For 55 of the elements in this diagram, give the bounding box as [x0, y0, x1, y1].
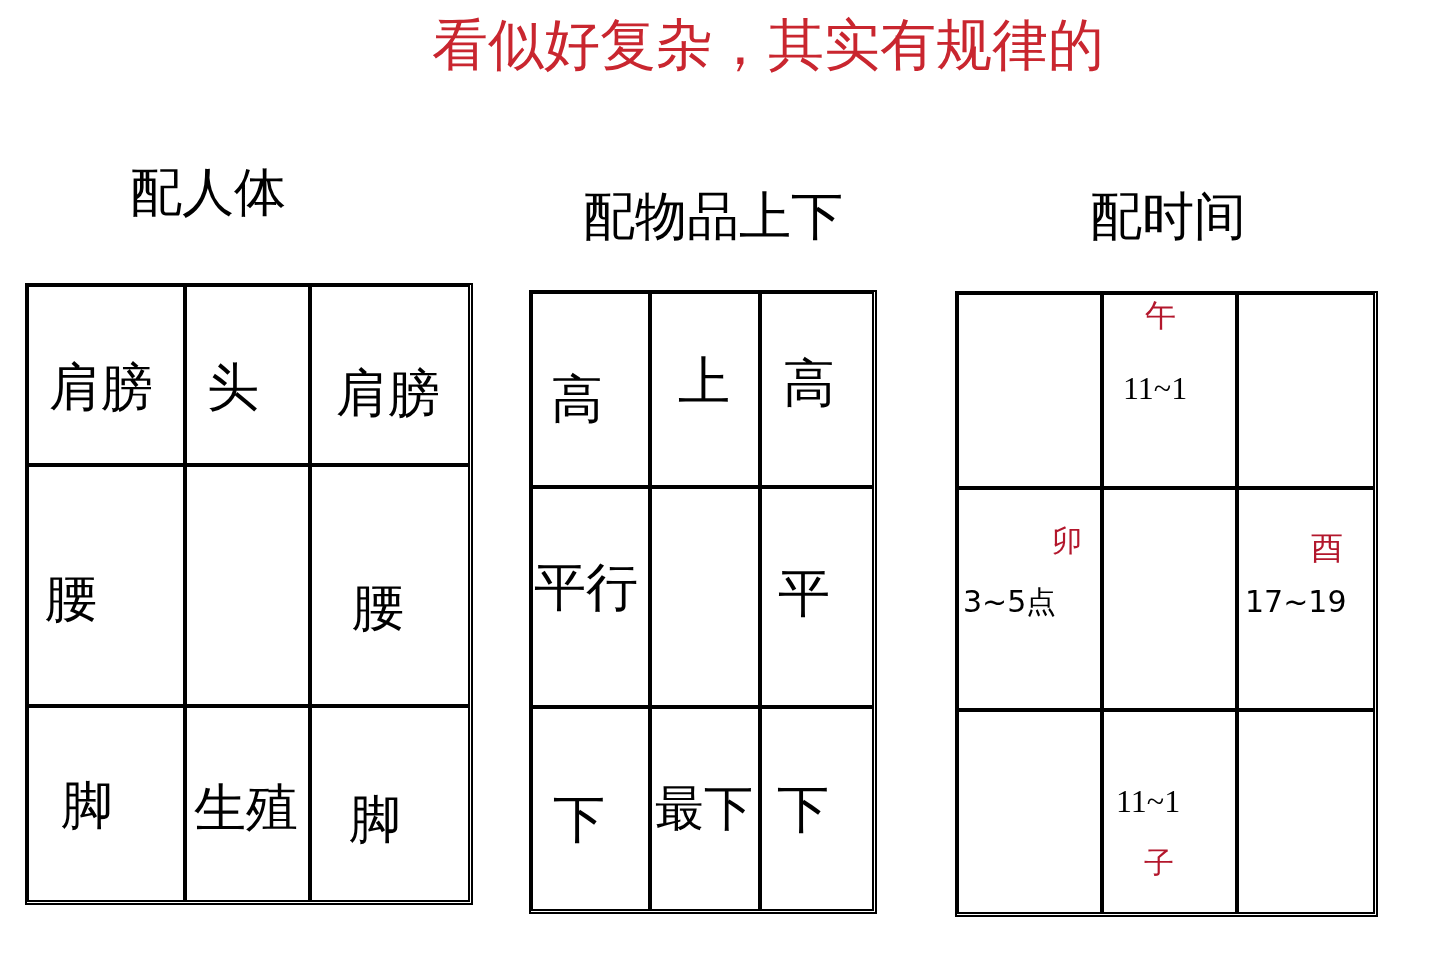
grid-cell — [309, 464, 470, 706]
grid-cell — [1101, 293, 1237, 488]
grid-cell — [1101, 709, 1237, 914]
grid-cell — [27, 285, 185, 465]
grid-cell — [759, 292, 874, 487]
grid-cell — [759, 486, 874, 707]
earthly-branch-label: 午 — [1145, 300, 1176, 331]
hour-range-label: 17~19 — [1245, 587, 1347, 617]
grid-cell — [309, 705, 470, 902]
position-label: 下 — [777, 783, 829, 835]
earthly-branch-label: 子 — [1144, 848, 1174, 878]
grid-cell — [1236, 487, 1375, 710]
earthly-branch-label: 卯 — [1052, 526, 1082, 556]
position-label: 高 — [783, 357, 835, 409]
grid-cell — [759, 706, 874, 911]
body-part-label: 腰 — [352, 581, 404, 633]
grid-cell — [1101, 487, 1237, 710]
body-part-label: 脚 — [61, 779, 113, 831]
grid-cell — [27, 464, 185, 706]
grid-cell — [649, 292, 760, 487]
body-part-label: 肩膀 — [336, 367, 440, 419]
grid-cell — [649, 486, 760, 707]
position-label: 高 — [551, 373, 603, 425]
body-part-label: 腰 — [45, 572, 97, 624]
grid-cell — [649, 706, 760, 911]
grid-cell — [1236, 709, 1375, 914]
table-heading: 配物品上下 — [583, 190, 843, 242]
grid-cell — [184, 285, 310, 465]
hour-range-label: 11~1 — [1116, 785, 1181, 817]
body-part-label: 头 — [207, 361, 259, 413]
hour-range-label: 3~5点 — [963, 587, 1057, 617]
table-heading: 配时间 — [1090, 190, 1246, 242]
position-label: 下 — [553, 793, 605, 845]
grid-cell — [957, 487, 1102, 710]
grid-cell — [184, 705, 310, 902]
position-label: 平行 — [534, 561, 638, 613]
earthly-branch-label: 酉 — [1311, 532, 1343, 564]
page-title: 看似好复杂，其实有规律的 — [432, 17, 1104, 73]
grid-cell — [531, 706, 650, 911]
grid-cell — [531, 292, 650, 487]
grid-cell — [309, 285, 470, 465]
grid-cell — [184, 464, 310, 706]
table-heading: 配人体 — [130, 166, 286, 218]
body-part-label: 脚 — [349, 793, 401, 845]
grid-cell — [957, 293, 1102, 488]
body-part-label: 肩膀 — [49, 361, 153, 413]
grid-cell — [957, 709, 1102, 914]
grid-cell — [531, 486, 650, 707]
position-label: 最下 — [655, 784, 753, 833]
hour-range-label: 11~1 — [1123, 372, 1188, 404]
grid-cell — [27, 705, 185, 902]
body-part-label: 生殖 — [194, 782, 298, 834]
position-label: 平 — [778, 567, 830, 619]
position-label: 上 — [678, 355, 730, 407]
grid-cell — [1236, 293, 1375, 488]
